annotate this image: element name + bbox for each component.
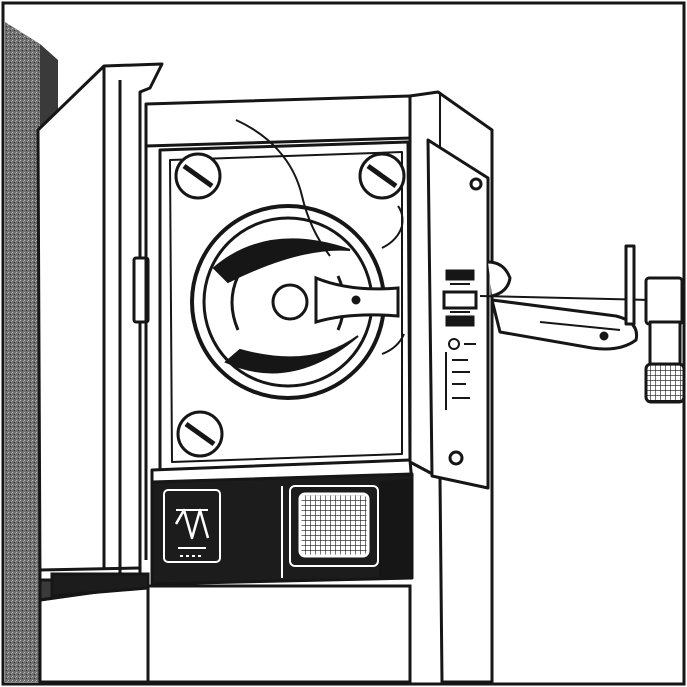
foot-screw xyxy=(599,331,609,341)
needle-clamp-lower xyxy=(648,320,682,370)
screw-top-right xyxy=(358,152,406,200)
screw-bottom-left xyxy=(176,410,224,458)
screw-top-left xyxy=(174,152,222,200)
bobbin-finger-hole xyxy=(351,295,361,305)
column-screw-bottom xyxy=(448,450,464,466)
bobbin-lower-spoke xyxy=(224,335,359,374)
grid-pattern-button[interactable] xyxy=(289,485,379,567)
thumb-screw xyxy=(644,362,686,404)
panel-right-edge xyxy=(379,479,411,579)
thread-line-long xyxy=(479,295,651,301)
thread-upper xyxy=(235,119,331,257)
needle-bar xyxy=(624,244,636,326)
bobbin-arc-left xyxy=(230,275,240,331)
plate-screws xyxy=(174,152,406,458)
thread-guide-hook xyxy=(487,260,512,298)
needle-plate-markings xyxy=(442,269,478,410)
foot-slot xyxy=(539,321,621,331)
bobbin-center-hub xyxy=(271,283,309,321)
thread-lower-loop xyxy=(381,333,405,355)
zigzag-stitch-button[interactable] xyxy=(163,489,221,563)
threads xyxy=(235,119,405,355)
zigzag-stitch-icon xyxy=(174,508,210,557)
thread-right-loop xyxy=(381,205,404,249)
bobbin-hook-assembly xyxy=(190,204,400,400)
stitch-selector-panel xyxy=(150,458,414,586)
needle-clamp xyxy=(644,276,684,326)
presser-foot-assembly xyxy=(479,244,686,404)
bobbin-upper-spoke xyxy=(212,238,351,284)
machine-base xyxy=(38,572,412,684)
column-screw-top xyxy=(469,177,483,191)
machine-body-shadow-left xyxy=(5,22,40,682)
needle-plate-column xyxy=(408,90,494,684)
grid-pattern-icon xyxy=(298,492,370,558)
